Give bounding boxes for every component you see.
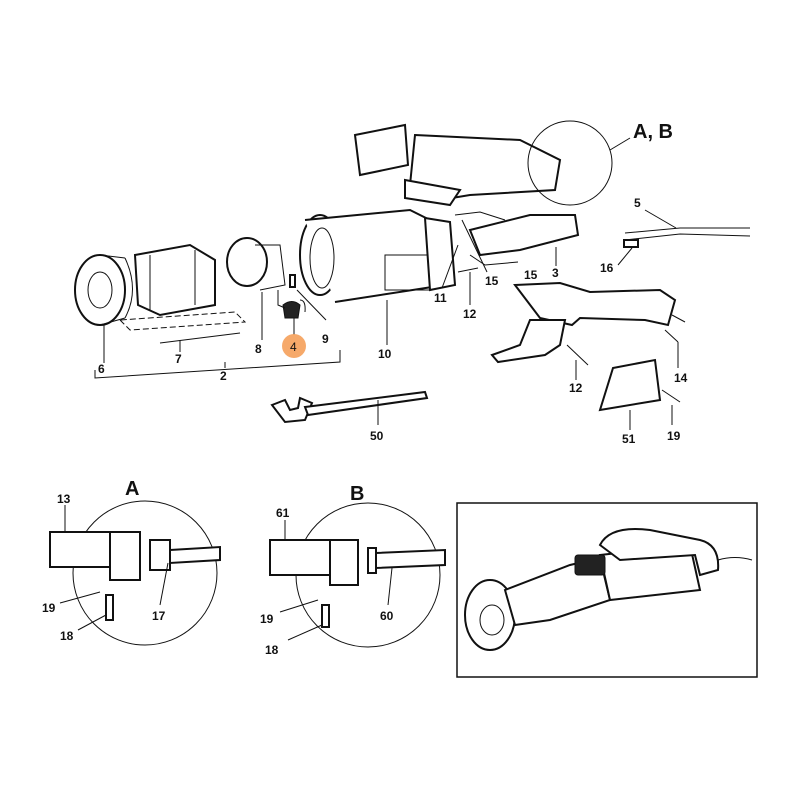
housing-61[interactable] [269,539,331,576]
detail-a-label-13: 13 [57,492,71,506]
part-label-2: 2 [220,369,227,383]
end-cover-part[interactable] [74,254,133,326]
brush-holder-part[interactable] [226,237,286,291]
housing-13[interactable] [49,531,111,568]
detail-a: A 13 19 18 17 [42,478,221,646]
field-stator-part[interactable] [133,243,216,317]
detail-b-label-60: 60 [380,609,394,623]
callout-label-ab: A, B [633,121,673,143]
part-label-7: 7 [175,352,182,366]
part-label-5: 5 [634,196,641,210]
part-label-12b: 12 [569,381,583,395]
carbon-brush-part[interactable] [277,290,306,319]
wrench-part[interactable] [270,390,429,424]
part-label-8: 8 [255,342,262,356]
highlight-marker [282,334,306,358]
detail-b-label-18: 18 [265,643,279,657]
part-label-51: 51 [622,432,636,446]
assembled-tool-illustration [456,502,758,678]
part-label-3: 3 [552,266,559,280]
part-label-10: 10 [378,347,392,361]
part-label-50: 50 [370,429,384,443]
switch-housing-part[interactable] [353,123,562,207]
part-label-19: 19 [667,429,681,443]
detail-b-label-19: 19 [260,612,274,626]
part-label-9: 9 [322,332,329,346]
part-label-12a: 12 [463,307,477,321]
part-label-4[interactable]: 4 [290,340,297,354]
switch-part[interactable] [454,211,580,266]
spring-part[interactable] [289,274,296,288]
power-cord-part[interactable] [623,227,751,248]
part-label-15b: 15 [524,268,538,282]
detail-b: B 61 19 18 60 [260,483,446,657]
detail-a-title: A [125,478,139,500]
part-label-15a: 15 [485,274,499,288]
detail-callout-circle [527,120,613,206]
detail-b-label-61: 61 [276,506,290,520]
part-label-6: 6 [98,362,105,376]
detail-a-label-19: 19 [42,601,56,615]
part-label-14: 14 [674,371,688,385]
part-label-16: 16 [600,261,614,275]
nameplate-part[interactable] [598,358,662,412]
detail-b-title: B [350,483,364,505]
detail-a-label-17: 17 [152,609,166,623]
detail-a-label-18: 18 [60,629,74,643]
motor-housing-part[interactable] [299,208,457,303]
handle-part[interactable] [490,281,677,364]
part-label-11: 11 [434,291,447,305]
